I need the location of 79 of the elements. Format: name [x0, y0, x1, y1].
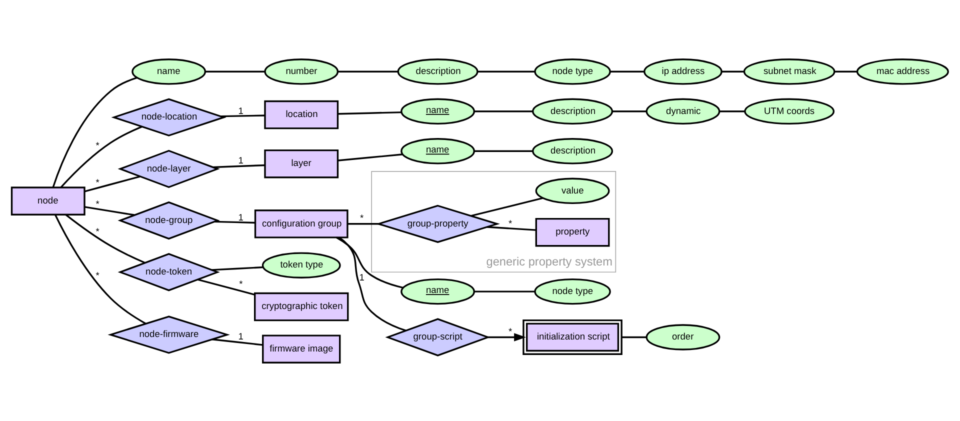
edge-label: *	[96, 270, 100, 280]
edge-label: 1	[238, 155, 244, 166]
connector	[212, 338, 263, 346]
connector	[478, 70, 536, 72]
connector	[84, 175, 140, 192]
connector	[474, 290, 535, 292]
node-ellipse: name	[132, 58, 206, 84]
arrow	[488, 332, 526, 341]
node-box: node	[10, 186, 86, 215]
connector	[338, 153, 403, 161]
edge-label: *	[96, 198, 100, 208]
edge-label: *	[96, 140, 100, 150]
node-ellipse: mac address	[856, 58, 949, 84]
node-ellipse: name	[400, 278, 476, 304]
connector	[474, 150, 533, 152]
connector	[54, 214, 146, 324]
connector	[622, 336, 646, 338]
node-box: layer	[264, 148, 339, 178]
connector	[348, 222, 378, 224]
connector	[474, 110, 533, 112]
connector	[338, 236, 406, 331]
node-diamond: node-group	[118, 200, 220, 240]
edge-label: 1	[238, 105, 244, 116]
edge-label: *	[96, 226, 100, 236]
connector	[610, 70, 644, 72]
node-diamond: node-token	[118, 252, 220, 291]
connector	[213, 164, 265, 168]
connector	[214, 220, 256, 224]
node-ellipse: description	[397, 58, 478, 84]
edge-label: *	[360, 212, 364, 223]
edge-label: 1	[238, 331, 244, 342]
connector	[720, 110, 745, 112]
node-box: cryptographic token	[254, 292, 349, 321]
connector	[198, 278, 255, 295]
node-diamond: group-script	[385, 318, 490, 356]
node-ellipse: dynamic	[646, 98, 720, 124]
node-ellipse: ip address	[644, 58, 722, 84]
connector	[470, 196, 544, 216]
edge-label: *	[508, 218, 512, 228]
edge-label: *	[508, 326, 512, 336]
node-diamond: node-location	[111, 98, 226, 136]
node-ellipse: description	[532, 138, 614, 164]
node-ellipse: node type	[534, 278, 611, 304]
node-ellipse: name	[400, 138, 476, 164]
connector	[338, 70, 398, 72]
node-ellipse: name	[400, 98, 476, 124]
edge-label: *	[96, 177, 100, 188]
node-ellipse: order	[646, 324, 720, 350]
connector	[65, 214, 146, 264]
node-box: firmware image	[262, 334, 341, 363]
connector	[212, 266, 264, 270]
node-ellipse: value	[535, 177, 610, 204]
connector	[84, 206, 134, 216]
node-diamond: node-firmware	[108, 315, 230, 354]
node-ellipse: UTM coords	[744, 98, 835, 124]
node-box: location	[264, 100, 339, 129]
node-ellipse: token type	[262, 252, 341, 278]
node-box: configuration group	[254, 209, 348, 238]
node-box: initialization script	[522, 318, 622, 354]
node-ellipse: subnet mask	[743, 58, 836, 84]
connector	[336, 236, 404, 288]
node-box: property	[535, 217, 610, 246]
connector	[52, 76, 138, 188]
connector	[338, 110, 402, 114]
connector	[60, 125, 142, 188]
node-ellipse: description	[532, 98, 614, 124]
node-ellipse: number	[264, 58, 339, 84]
node-diamond: node-layer	[118, 149, 220, 188]
connector	[221, 114, 265, 117]
connector	[834, 70, 857, 72]
edge-label: *	[239, 278, 243, 289]
edge-label: 1	[359, 272, 364, 282]
connector	[722, 70, 744, 72]
edge-label: 1	[238, 212, 244, 222]
connector	[612, 110, 646, 112]
connector	[487, 226, 536, 230]
node-diamond: group-property	[376, 204, 500, 242]
node-ellipse: node type	[534, 58, 611, 84]
connector	[205, 70, 265, 72]
